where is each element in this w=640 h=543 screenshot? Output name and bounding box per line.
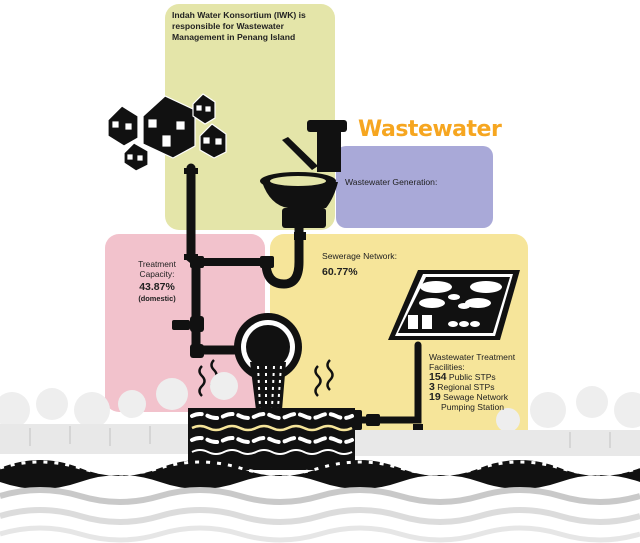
facility-name: Regional STPs [437,382,495,392]
treatment-facilities-label-2: Facilities: [429,362,465,372]
outfall-pipe-icon [234,313,302,410]
treatment-capacity-block: Treatment Capacity: 43.87% (domestic) [128,259,186,303]
facility-name: Public STPs [448,372,496,382]
facility-count: 3 [429,381,435,393]
facility-count: 154 [429,371,447,383]
wastewater-generation-panel [336,146,493,228]
treatment-capacity-label-1: Treatment [138,259,176,269]
treatment-plant-icon [388,270,520,340]
sewerage-network-label: Sewerage Network: [322,251,397,261]
houses-icon [107,93,227,172]
sea-waves-icon [0,372,640,543]
sewerage-network-block: Sewerage Network: 60.77% [322,251,397,278]
water-tank-icon [188,408,355,470]
facility-row: 19 Sewage Network [429,391,537,403]
facility-count: 19 [429,391,441,403]
treatment-capacity-note: (domestic) [138,294,176,303]
page-title: Wastewater [358,117,502,142]
iwk-description: Indah Water Konsortium (IWK) is responsi… [172,10,306,42]
treatment-facilities-block: Wastewater Treatment Facilities: 154 Pub… [429,352,537,412]
sewerage-network-value: 60.77% [322,266,358,278]
facility-row: 154 Public STPs [429,371,537,383]
facility-row: 3 Regional STPs [429,381,537,393]
treatment-capacity-label-2: Capacity: [139,269,175,279]
treatment-capacity-value: 43.87% [139,281,175,293]
wastewater-generation-label: Wastewater Generation: [345,177,438,187]
facility-name: Sewage Network [443,392,509,402]
facility-row-continuation: Pumping Station [441,402,505,412]
treatment-facilities-label-1: Wastewater Treatment [429,352,516,362]
toilet-icon [260,120,347,228]
